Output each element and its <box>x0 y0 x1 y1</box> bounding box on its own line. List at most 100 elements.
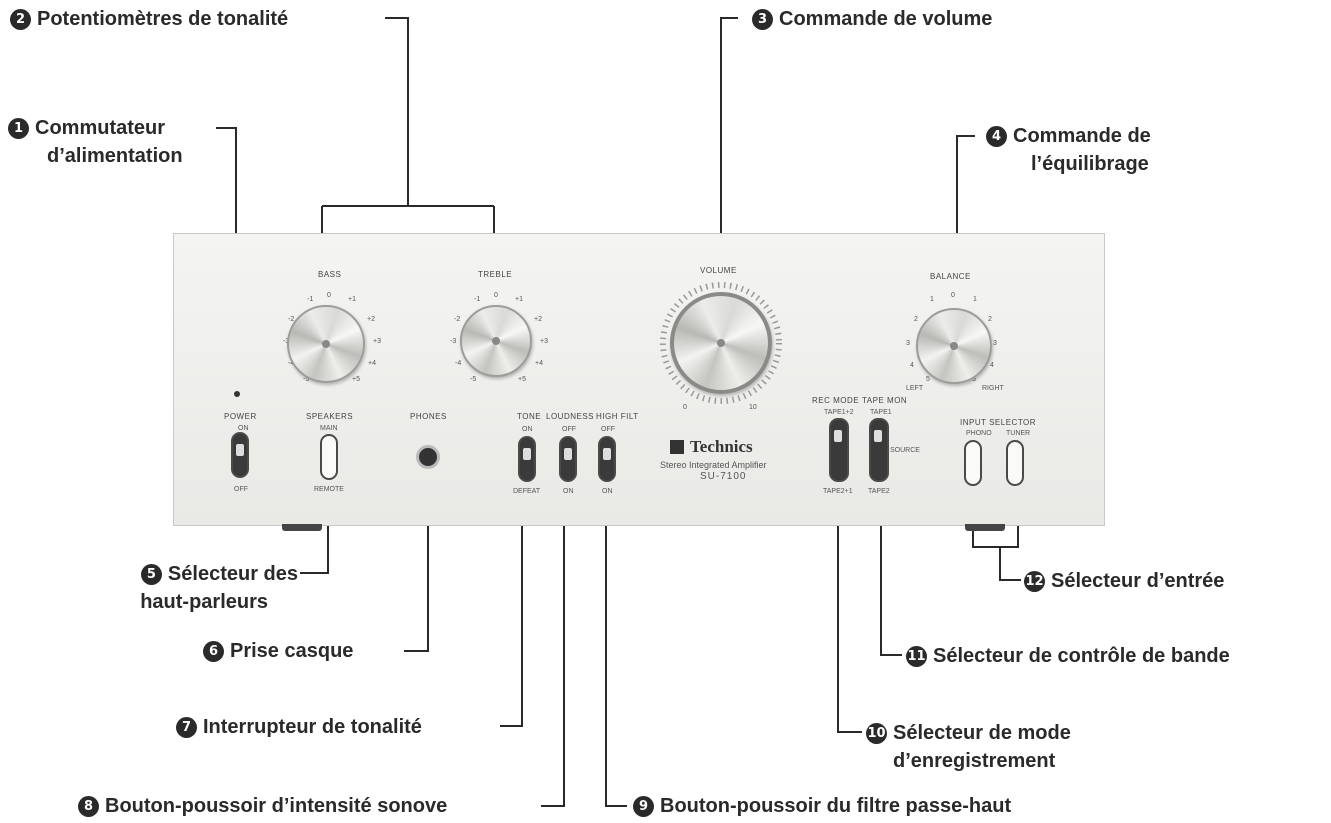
callout-number: 5 <box>140 564 162 585</box>
leader-rec-mode <box>837 470 862 733</box>
callout-text: Sélecteur de mode <box>893 722 1071 744</box>
technics-logo-icon <box>670 440 684 454</box>
callout-text: Sélecteur d’entrée <box>1051 570 1225 592</box>
treble-knob[interactable] <box>460 305 532 377</box>
callout-text: Sélecteur des <box>167 563 298 585</box>
power-label: POWER <box>224 412 257 421</box>
bass-scale-minus5: -5 <box>303 376 310 383</box>
tuner-button[interactable] <box>1006 440 1024 486</box>
tape-mon-source-label: SOURCE <box>890 447 920 454</box>
balance-scale-right-3: 3 <box>993 340 997 347</box>
volume-scale-ring <box>660 282 782 404</box>
brand-name: Technics <box>690 437 753 456</box>
phones-label: PHONES <box>410 412 447 421</box>
balance-right-label: RIGHT <box>982 385 1004 392</box>
panel-foot-left <box>282 524 322 531</box>
volume-knob[interactable] <box>670 292 772 394</box>
input-selector-label: INPUT SELECTOR <box>960 418 1037 427</box>
high-filt-label: HIGH FILT <box>596 412 639 421</box>
leader-high-filt <box>605 470 627 807</box>
tape-mon-bottom-label: TAPE2 <box>868 488 890 495</box>
speakers-remote-label: REMOTE <box>314 486 344 493</box>
callout-text-line2: haut-parleurs <box>140 591 268 613</box>
leader-tape-mon <box>880 470 902 656</box>
volume-scale-max: 10 <box>749 404 757 411</box>
tone-label: TONE <box>517 412 542 421</box>
callout-text: Interrupteur de tonalité <box>203 716 422 738</box>
phones-jack[interactable] <box>416 445 440 469</box>
callout-number: 3 <box>752 9 773 30</box>
loudness-button[interactable] <box>559 436 577 482</box>
treble-scale-zero: 0 <box>494 292 498 299</box>
treble-scale-plus3: +3 <box>540 338 548 345</box>
bass-scale-minus1: -1 <box>307 296 314 303</box>
speakers-label: SPEAKERS <box>306 412 354 421</box>
bass-scale-plus3: +3 <box>373 338 381 345</box>
speakers-main-label: MAIN <box>320 425 338 432</box>
balance-scale-right-2: 2 <box>988 316 992 323</box>
power-on-label: ON <box>238 425 249 432</box>
tape-mon-selector[interactable] <box>869 418 889 482</box>
callout-number: 12 <box>1024 571 1045 592</box>
treble-scale-minus3: -3 <box>450 338 457 345</box>
balance-scale-right-1: 1 <box>973 296 977 303</box>
speakers-switch[interactable] <box>320 434 338 480</box>
model-description: Stereo Integrated Amplifier <box>660 460 767 470</box>
leader-tone-pots <box>321 17 495 345</box>
bass-label: BASS <box>318 270 342 279</box>
power-indicator <box>234 391 240 397</box>
volume-scale-min: 0 <box>683 404 687 411</box>
rec-mode-selector[interactable] <box>829 418 849 482</box>
bass-scale-minus4: -4 <box>288 360 295 367</box>
callout-number: 1 <box>8 118 29 139</box>
rec-mode-bottom-label: TAPE2+1 <box>823 488 853 495</box>
callout-text: Potentiomètres de tonalité <box>37 8 289 30</box>
balance-scale-left-5: 5 <box>926 376 930 383</box>
bass-knob[interactable] <box>287 305 365 383</box>
balance-scale-left-4: 4 <box>910 362 914 369</box>
callout-text: Commande de <box>1013 125 1151 147</box>
balance-scale-left-1: 1 <box>930 296 934 303</box>
callout-text: Commande de volume <box>779 8 993 30</box>
phono-button[interactable] <box>964 440 982 486</box>
bass-scale-plus5: +5 <box>352 376 360 383</box>
panel-foot-right <box>965 524 1005 531</box>
callout-text: Bouton-poussoir du filtre passe-haut <box>660 795 1012 817</box>
bass-scale-minus3: -3 <box>283 338 289 345</box>
callout-text-line2: l’équilibrage <box>1031 153 1149 175</box>
tape-mon-label: TAPE MON <box>862 396 908 405</box>
callout-tape-mon: 11 Sélecteur de contrôle de bande <box>906 642 1230 670</box>
tone-defeat-label: DEFEAT <box>513 488 541 495</box>
power-switch[interactable] <box>231 432 249 478</box>
high-filt-on-label: ON <box>602 488 613 495</box>
balance-scale-left-2: 2 <box>914 316 918 323</box>
callout-number: 8 <box>78 796 99 817</box>
rec-mode-top-label: TAPE1+2 <box>824 409 854 416</box>
bass-scale-plus2: +2 <box>367 316 375 323</box>
balance-label: BALANCE <box>930 272 971 281</box>
balance-knob[interactable] <box>916 308 992 384</box>
bass-scale-plus1: +1 <box>348 296 356 303</box>
treble-label: TREBLE <box>478 270 513 279</box>
callout-text: Prise casque <box>230 640 354 662</box>
power-off-label: OFF <box>234 486 248 493</box>
high-filt-off-label: OFF <box>601 426 615 433</box>
bass-scale-minus2: -2 <box>288 316 295 323</box>
callout-text: Sélecteur de contrôle de bande <box>933 645 1230 667</box>
high-filt-button[interactable] <box>598 436 616 482</box>
callout-number: 11 <box>906 646 927 667</box>
leader-loudness <box>541 470 565 807</box>
tone-on-label: ON <box>522 426 533 433</box>
balance-scale-left-3: 3 <box>906 340 910 347</box>
tone-switch[interactable] <box>518 436 536 482</box>
leader-tone <box>500 470 523 727</box>
model-number: SU-7100 <box>700 471 747 482</box>
treble-scale-plus5: +5 <box>518 376 526 383</box>
balance-scale-right-5: 5 <box>972 376 976 383</box>
